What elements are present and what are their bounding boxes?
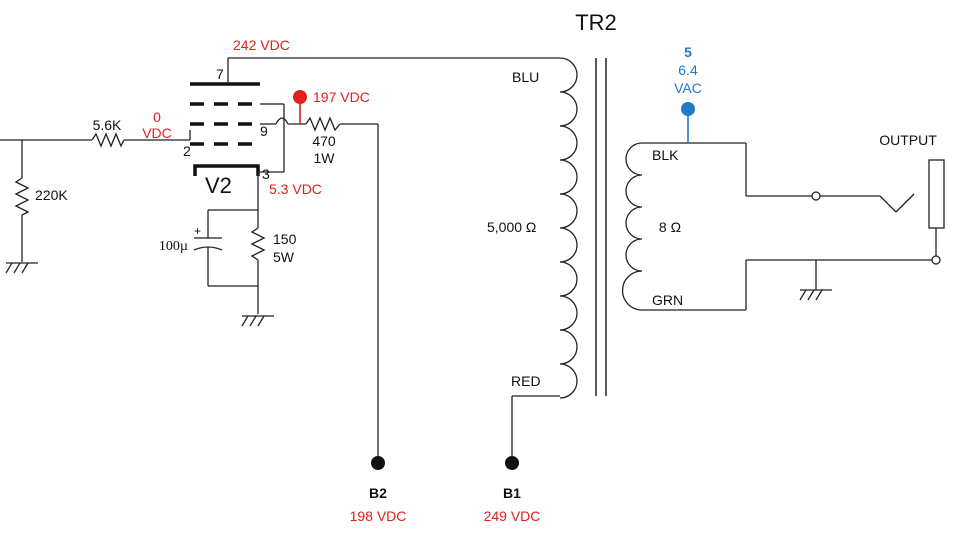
b1-label: B1 — [503, 485, 521, 501]
screen-resistor-value: 470 — [312, 133, 336, 149]
capacitor-polarity: + — [194, 224, 201, 238]
screen-resistor-power: 1W — [314, 150, 336, 166]
ground-symbol-cathode — [241, 315, 274, 327]
output-label: OUTPUT — [879, 132, 937, 148]
primary-bottom-lead: RED — [511, 373, 541, 389]
grid-leak-resistor — [14, 140, 30, 262]
b2-terminal — [371, 456, 385, 470]
capacitor-label: 100µ — [159, 239, 188, 254]
b2-label: B2 — [369, 485, 387, 501]
blue-test-point-dot — [681, 102, 695, 116]
cathode-wiring — [207, 124, 285, 314]
b1-wiring — [511, 395, 560, 460]
cathode-resistor-power: 5W — [273, 249, 295, 265]
pin-grid: 2 — [183, 143, 191, 159]
output-wiring — [745, 143, 941, 310]
grid-voltage-value: 0 — [153, 109, 161, 125]
pin-screen: 9 — [260, 123, 268, 139]
tube-name: V2 — [205, 173, 232, 198]
primary-impedance: 5,000 Ω — [487, 219, 536, 235]
screen-wiring — [260, 103, 379, 460]
test-point-unit: VAC — [674, 80, 702, 96]
cathode-voltage: 5.3 VDC — [269, 181, 322, 197]
grid-voltage-unit: VDC — [142, 125, 172, 141]
test-point-5 — [681, 102, 695, 143]
tube-v2 — [190, 82, 260, 176]
cathode-resistor-value: 150 — [273, 231, 297, 247]
secondary-top-lead: BLK — [652, 147, 679, 163]
grid-resistor-label: 5.6K — [93, 117, 122, 133]
transformer-core — [595, 58, 607, 396]
plate-wiring — [227, 57, 560, 84]
test-point-number: 5 — [684, 44, 692, 60]
b1-terminal — [505, 456, 519, 470]
transformer-secondary-winding — [621, 142, 746, 311]
output-jack — [928, 159, 945, 229]
primary-top-lead: BLU — [512, 69, 539, 85]
secondary-bottom-lead: GRN — [652, 292, 683, 308]
transformer-primary-winding — [559, 57, 578, 399]
secondary-impedance: 8 Ω — [659, 219, 681, 235]
test-point-value: 6.4 — [678, 62, 698, 78]
transformer-name: TR2 — [575, 10, 617, 35]
pin-cathode: 3 — [262, 166, 270, 182]
input-wiring — [0, 130, 191, 148]
b1-voltage: 249 VDC — [484, 508, 541, 524]
screen-voltage-test-point — [293, 90, 307, 104]
screen-node-voltage: 197 VDC — [313, 89, 370, 105]
ground-symbol-input — [5, 262, 38, 274]
grid-leak-label: 220K — [35, 187, 68, 203]
b2-voltage: 198 VDC — [350, 508, 407, 524]
pin-plate: 7 — [216, 66, 224, 82]
plate-voltage: 242 VDC — [233, 37, 290, 53]
cathode-capacitor — [193, 237, 223, 286]
ground-symbol-output — [799, 289, 832, 301]
